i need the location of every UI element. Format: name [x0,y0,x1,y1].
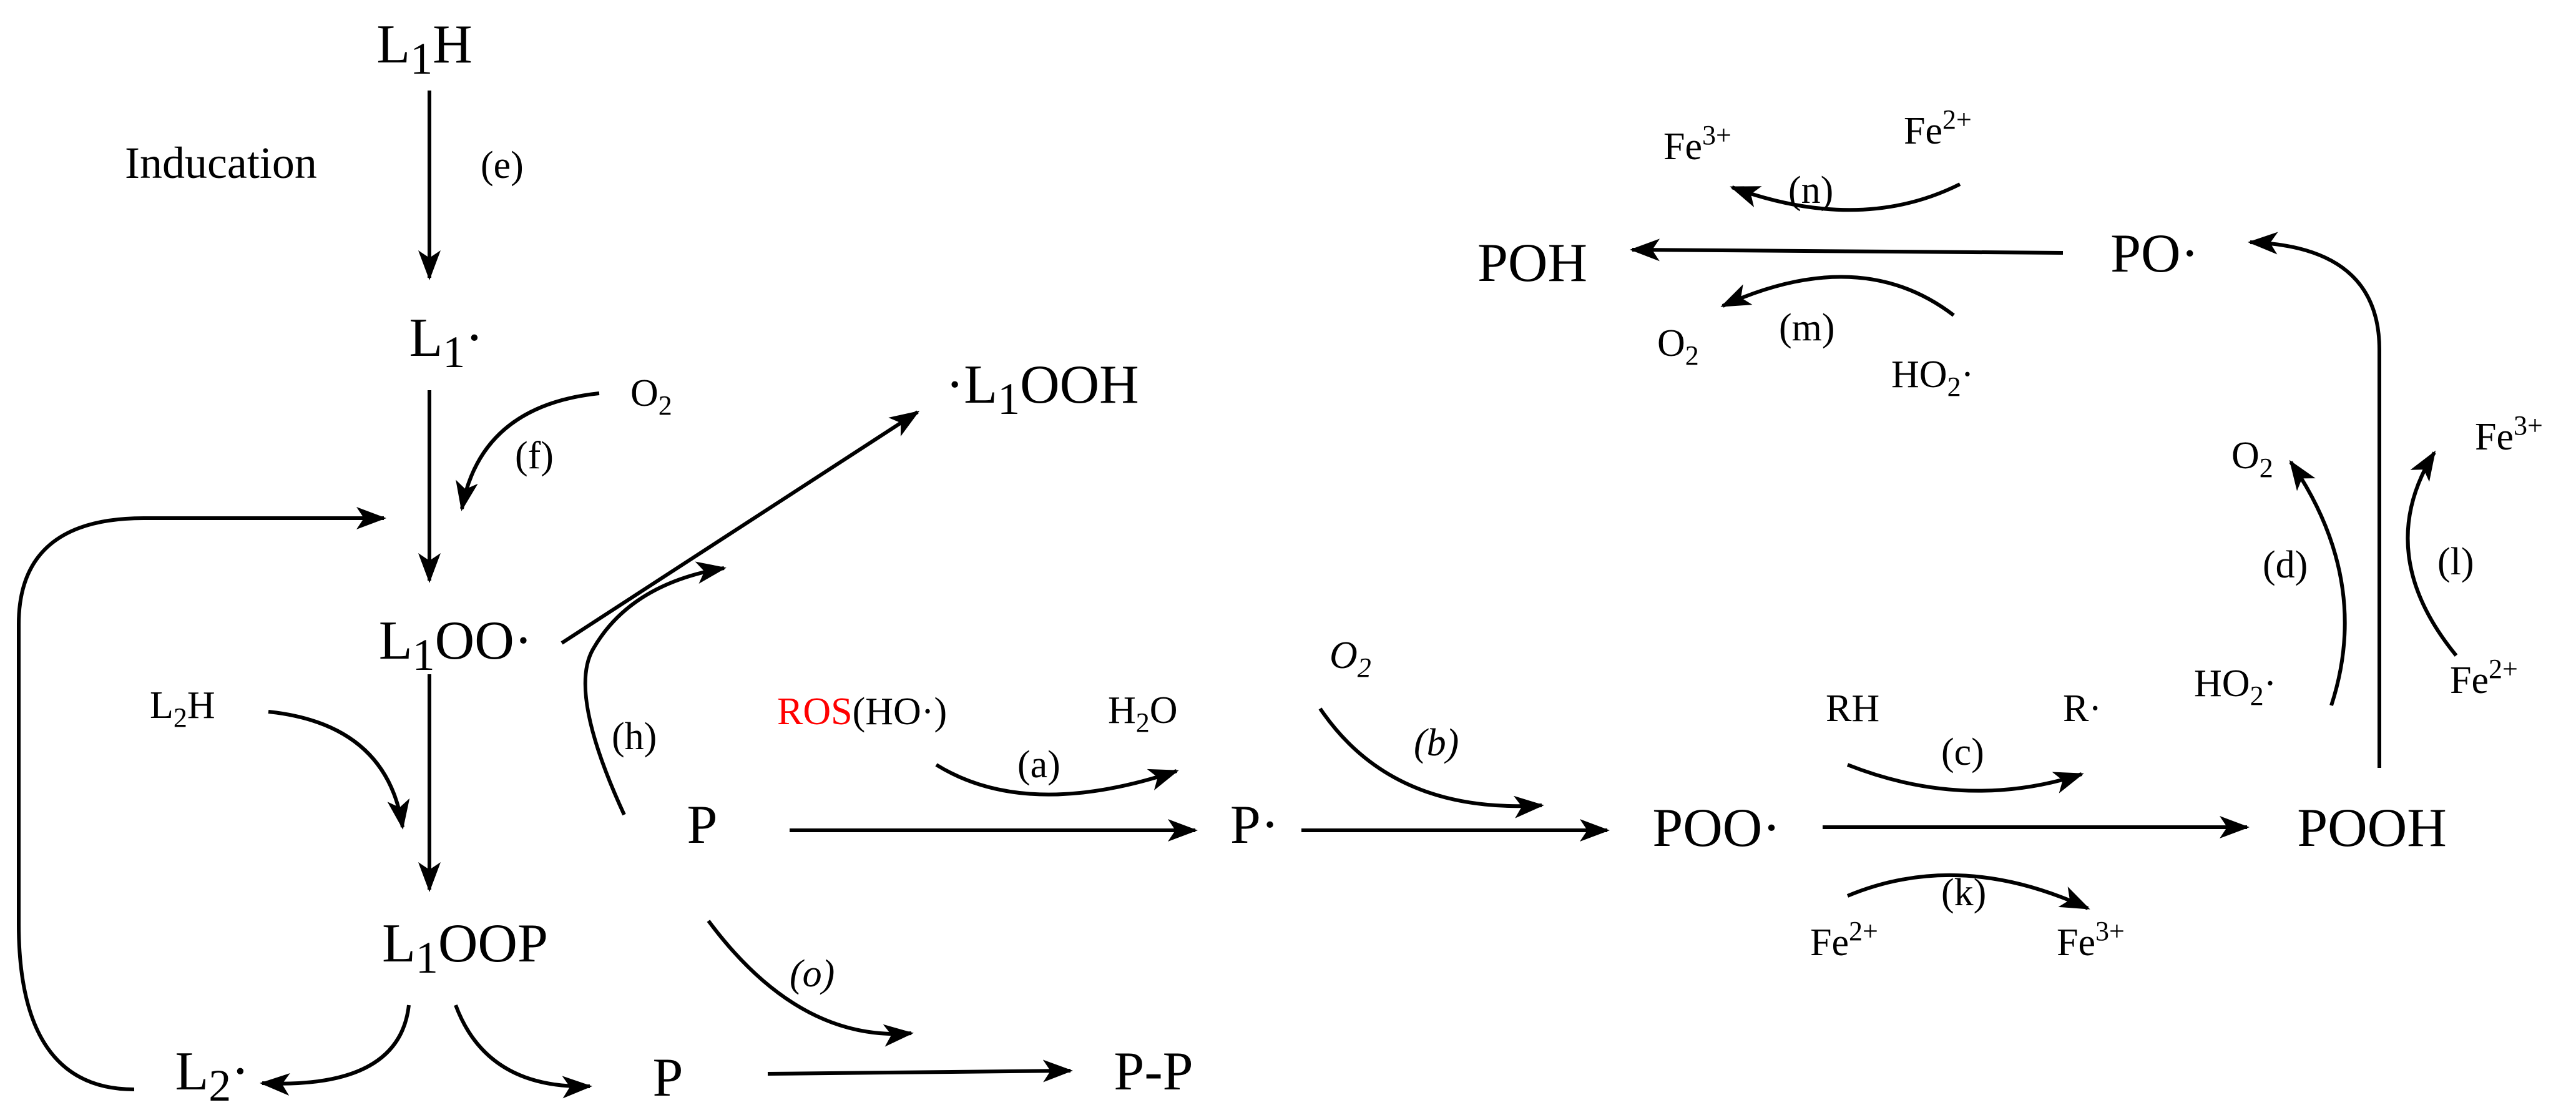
node-l1oop: L1OOP [382,913,548,983]
node-p-polymer: P [687,795,718,855]
arrow-m [1720,275,1955,317]
arrow-b [1318,707,1544,818]
step-k: (k) [1941,872,1986,914]
arrow-l1oop-to-l2r [260,1004,411,1096]
step-d: (d) [2263,544,2308,586]
step-n: (n) [1788,169,1833,212]
species-o2-f: O2 [630,372,672,421]
arrow-h [583,561,727,816]
step-c: (c) [1941,731,1984,774]
arrow-c [1846,763,2084,793]
species-fe2-n: Fe2+ [1904,104,1972,152]
arrow-pooh-to-po [2248,232,2381,768]
arrow-po-to-poh [1630,238,2064,262]
arrow-p2-to-pp [767,1059,1073,1083]
step-a: (a) [1017,744,1060,786]
node-l1oo: L1OO· [379,611,532,680]
step-f: (f) [515,435,554,477]
species-l2h: L2H [150,684,215,733]
arrow-l1oop-to-p2 [454,1004,592,1099]
species-fe3-n: Fe3+ [1663,120,1731,168]
step-b: (b) [1414,722,1459,764]
species-ho2-m: HO2· [1891,353,1974,402]
species-r-radical: R· [2063,687,2102,730]
step-o: (o) [790,953,835,995]
annotation-induction: Inducation [125,138,317,188]
node-l1h: L1H [376,14,472,84]
step-e: (e) [481,144,524,187]
arrow-d [2289,459,2347,706]
node-pooh: POOH [2297,798,2447,858]
step-l: (l) [2437,541,2474,583]
arrow-k [1846,873,2090,910]
species-ho2-d: HO2· [2194,662,2276,711]
arrow-l2h [268,710,410,830]
arrow-l [2406,450,2458,657]
node-po-radical: PO· [2110,223,2199,284]
arrow-o [707,920,914,1047]
node-poh: POH [1477,233,1587,293]
species-fe3-k: Fe3+ [2057,916,2125,964]
arrow-loop [17,507,386,1091]
arrow-n [1730,182,1961,212]
node-p-product: P [653,1048,683,1108]
species-o2-b: O2 [1330,634,1371,683]
step-h: (h) [612,715,657,758]
species-ros: ROS(HO·) [777,690,947,733]
node-l1-radical: L1· [409,308,483,377]
species-h2o: H2O [1108,689,1178,738]
species-fe2-l: Fe2+ [2450,654,2518,702]
node-l1ooh: ·L1OOH [946,355,1139,424]
species-fe2-k: Fe2+ [1810,916,1878,964]
species-o2-m: O2 [1657,322,1699,371]
node-poo-radical: POO· [1652,798,1780,858]
node-p-radical: P· [1230,795,1279,855]
arrows [17,91,2458,1099]
arrow-a [935,763,1179,797]
node-p-p: P-P [1114,1041,1193,1102]
step-m: (m) [1779,307,1835,349]
node-l2-radical: L2· [175,1041,249,1111]
species-rh: RH [1826,687,1879,730]
arrow-f [456,391,600,511]
arrow-l1oo-to-l1ooh [561,410,920,645]
species-fe3-l: Fe3+ [2475,410,2543,458]
species-o2-d: O2 [2231,435,2273,483]
